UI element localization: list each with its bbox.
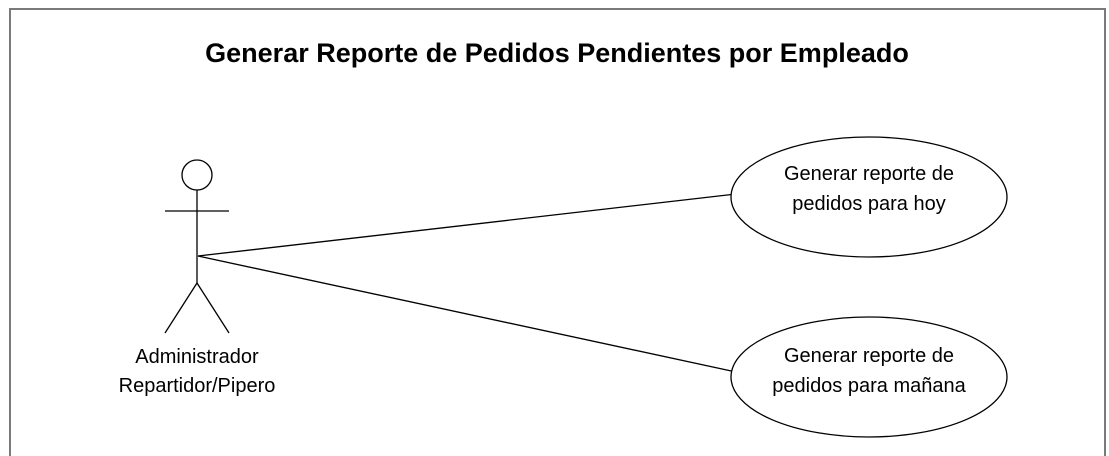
actor-figure — [164, 159, 230, 334]
use-case-manana: Generar reporte de pedidos para mañana — [730, 316, 1008, 438]
use-case-manana-line-2: pedidos para mañana — [772, 375, 966, 397]
actor-name-line-2: Repartidor/Pipero — [119, 375, 276, 397]
actor-left-leg — [164, 282, 198, 334]
use-case-manana-ellipse — [730, 316, 1008, 438]
association-line-manana — [197, 255, 737, 373]
association-line-hoy — [197, 193, 737, 257]
use-case-manana-line-1: Generar reporte de — [784, 345, 954, 367]
diagram-title: Generar Reporte de Pedidos Pendientes po… — [205, 38, 909, 68]
use-case-hoy-ellipse — [730, 136, 1008, 258]
use-case-hoy-line-1: Generar reporte de — [784, 163, 954, 185]
use-case-hoy: Generar reporte de pedidos para hoy — [730, 136, 1008, 258]
use-case-hoy-line-2: pedidos para hoy — [792, 193, 945, 215]
actor-name-line-1: Administrador — [135, 346, 259, 368]
actor-head — [181, 159, 213, 191]
actor-right-leg — [196, 282, 230, 334]
